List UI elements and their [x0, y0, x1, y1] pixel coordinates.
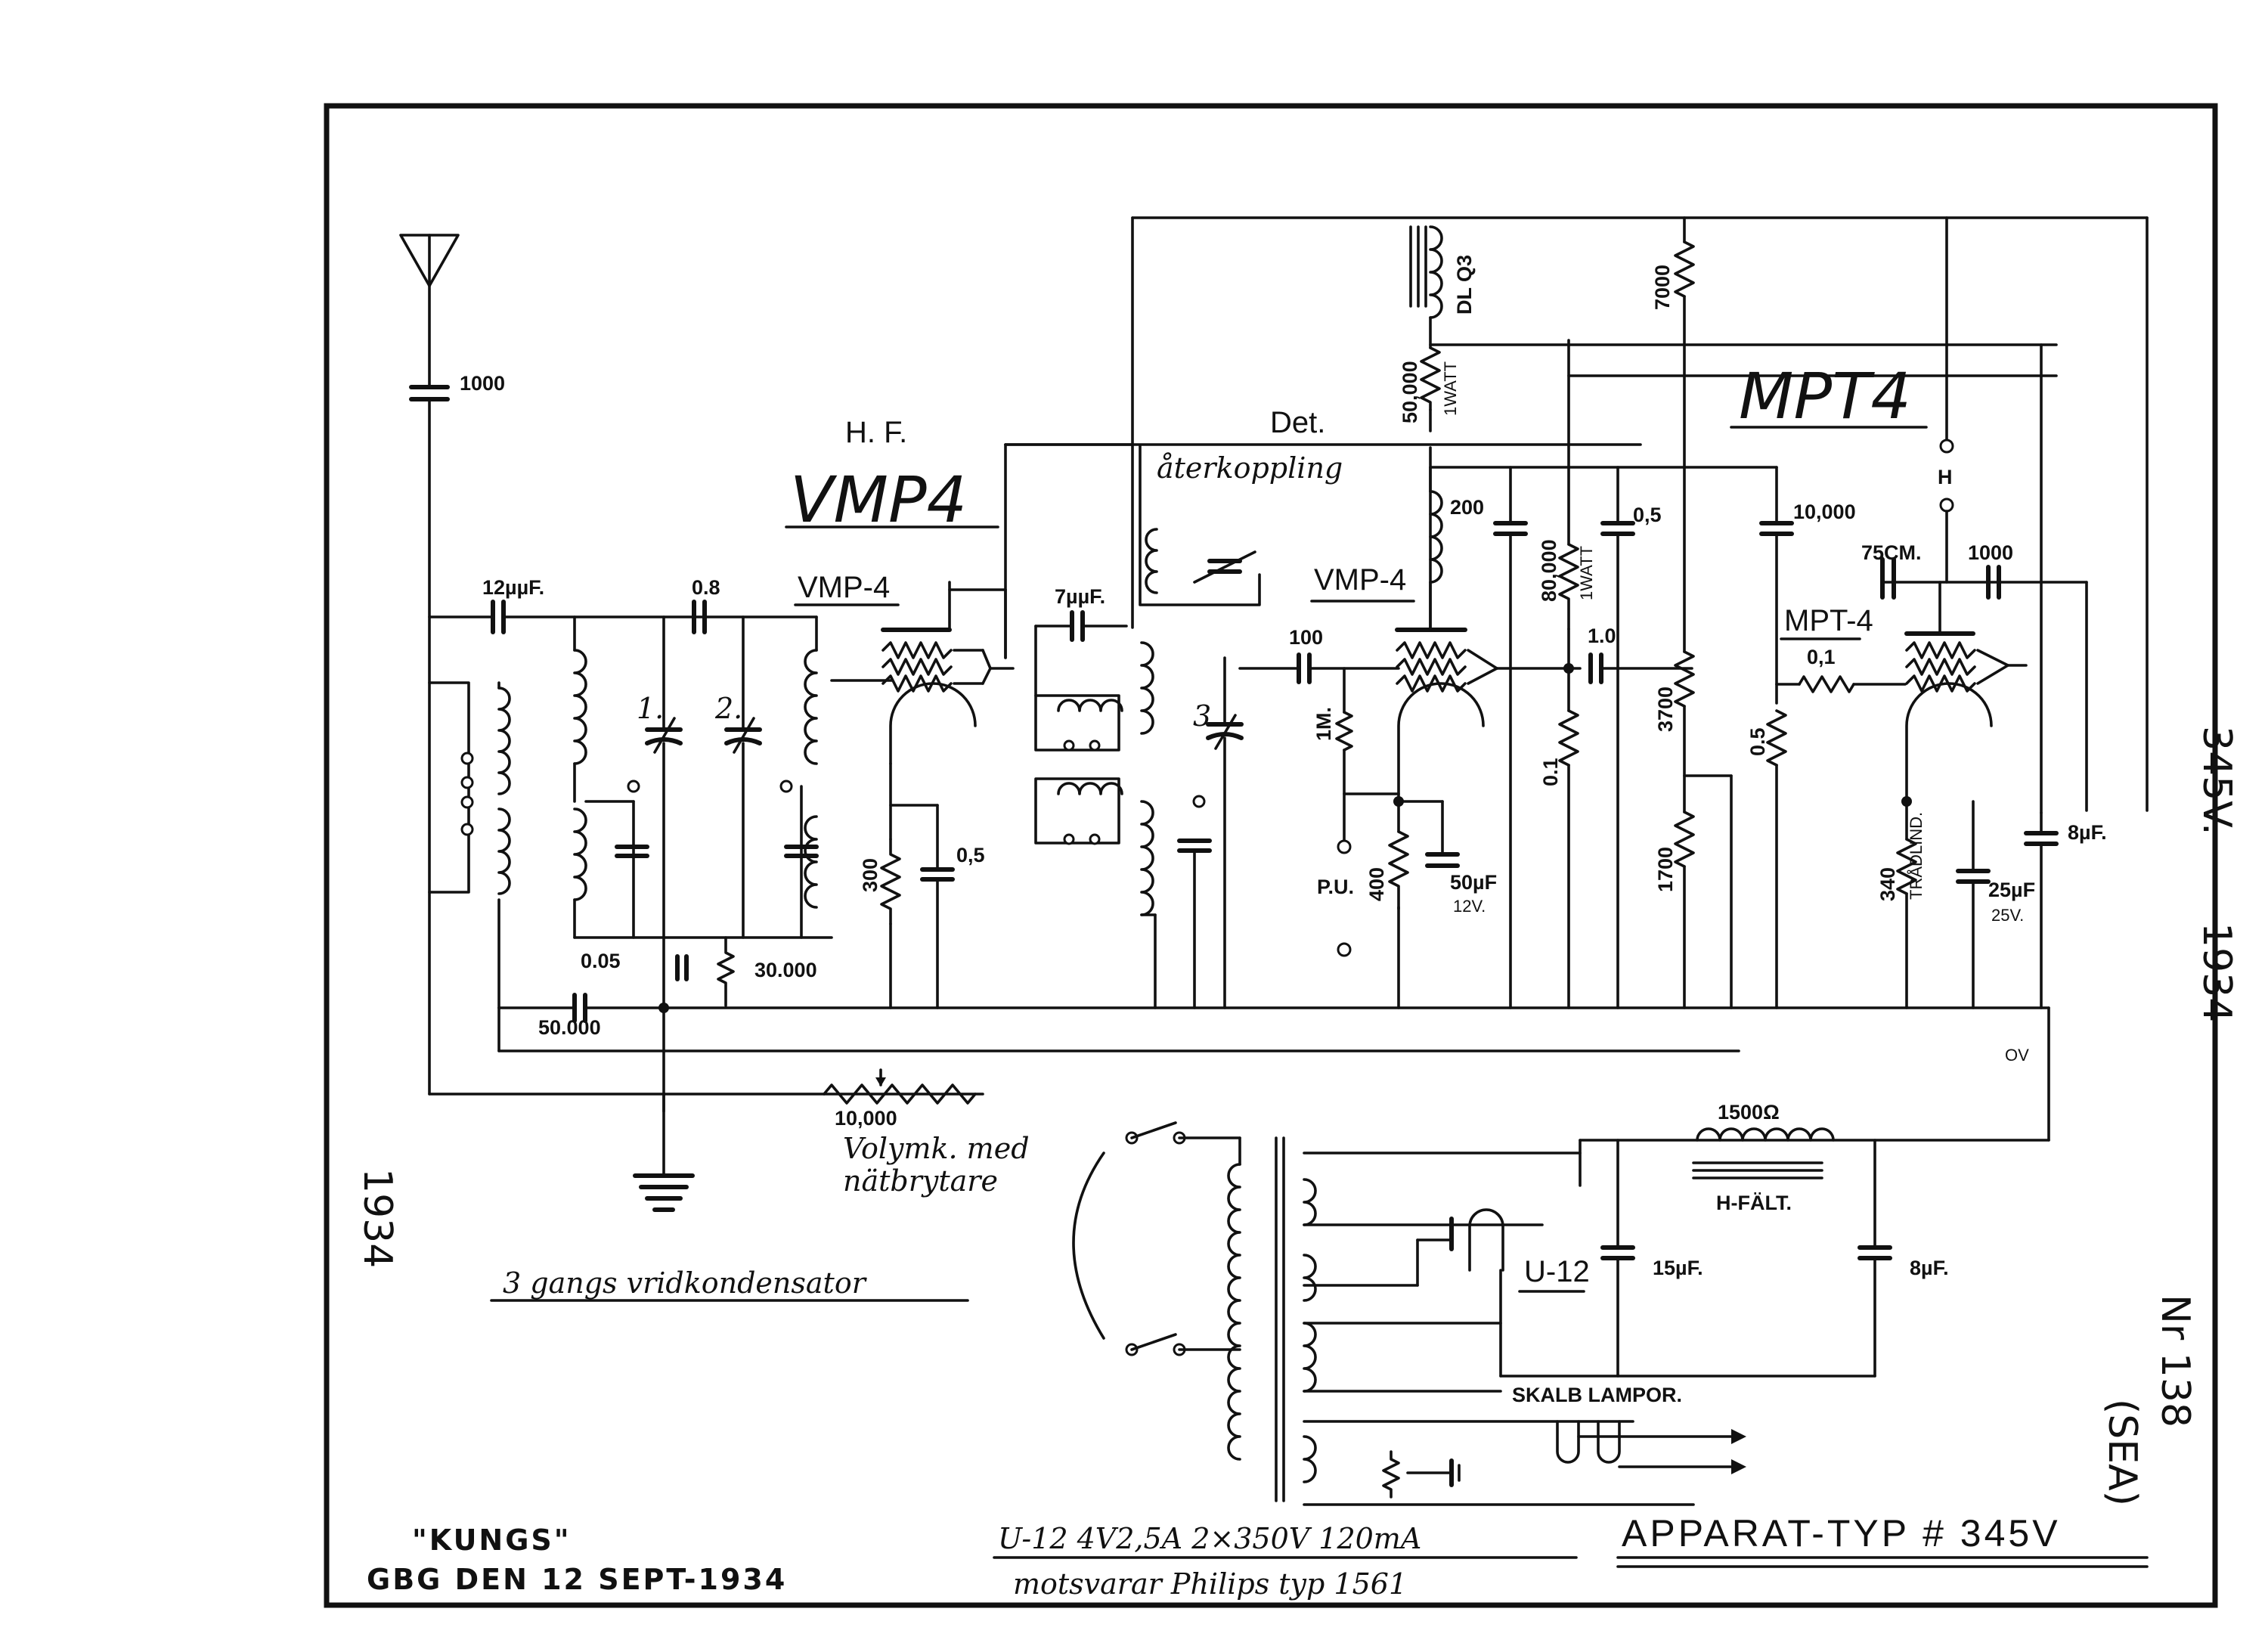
- hf-cathode-network: [880, 804, 955, 1009]
- drawing-number: Nr 138: [2152, 1294, 2198, 1427]
- hf-coupling-cap-label: 7µµF.: [1055, 585, 1105, 608]
- power-transformer: [1227, 1136, 1695, 1506]
- tuning-2-label: 2.: [714, 692, 742, 725]
- choke-dl-q3: [1409, 225, 1443, 349]
- det-tube: [1395, 446, 1582, 799]
- ground-symbol: [633, 1093, 695, 1212]
- screen-resistor: [1558, 339, 1579, 1009]
- output-cap-label: 10,000: [1793, 501, 1856, 523]
- rect-label: U-12: [1524, 1255, 1590, 1288]
- output-grid-series-label: 0,1: [1807, 646, 1836, 668]
- choke-label: DL Q3: [1453, 255, 1476, 315]
- det-small: VMP-4: [1314, 563, 1406, 597]
- antenna-cap-label: 1000: [460, 372, 505, 395]
- cathode-res-1-label: 300: [859, 858, 881, 892]
- dial-lamps: [1382, 1420, 1746, 1499]
- rectifier-tube: [1303, 1208, 1504, 1378]
- ov-label: OV: [2005, 1046, 2029, 1065]
- divider-2-label: 1700: [1654, 847, 1677, 892]
- grid-bias-res-label: 30.000: [754, 959, 817, 981]
- output-cathode-cap-v: 25V.: [1991, 906, 2024, 925]
- det-plate-res-label: 50,000: [1399, 361, 1421, 423]
- maker-name: "KUNGS": [412, 1523, 572, 1557]
- hf-tube: [881, 581, 1015, 841]
- speaker-cap-label: 1000: [1968, 541, 2013, 564]
- output-cathode-cap-label: 25µF: [1988, 879, 2035, 901]
- grid-bias-network: [662, 936, 735, 1113]
- det-plate-cap-label: 200: [1450, 496, 1484, 519]
- drawing-date: GBG DEN 12 SEPT-1934: [367, 1563, 787, 1596]
- year-left: 1934: [355, 1168, 400, 1268]
- spec-line-2: motsvarar Philips typ 1561: [1013, 1567, 1407, 1601]
- antenna-coil: [428, 681, 511, 1009]
- dial-lamps-note: SKALB LAMPOR.: [1512, 1384, 1682, 1406]
- spec-line-1: U-12 4V2,5A 2×350V 120mA: [998, 1522, 1421, 1555]
- hf-tube-type: VMP4: [790, 463, 967, 537]
- det-grid-res-label: 1M.: [1312, 707, 1335, 741]
- tuning-capacitor-2: [724, 615, 762, 939]
- output-tube: [1904, 581, 2009, 799]
- out-tube-small: MPT-4: [1784, 604, 1873, 637]
- grid-leak-label: 0.1: [1539, 758, 1562, 786]
- drawing-number-sub: (SEA): [2099, 1399, 2145, 1506]
- screen-cap-label: 0,5: [1633, 504, 1662, 526]
- det-plate-resistor: [1420, 346, 1441, 432]
- margin-year: 1934: [2194, 922, 2239, 1022]
- tuning-capacitor-1: [645, 615, 683, 939]
- antenna-capacitor: [409, 385, 450, 1096]
- bypass-cap-1-label: 0,5: [956, 844, 985, 866]
- det-bypass-v-label: 12V.: [1453, 897, 1486, 916]
- det-grid-network: [1335, 667, 1460, 1009]
- coupling-cap-2-label: 1.0: [1588, 625, 1616, 647]
- volume-potentiometer: [823, 1068, 977, 1105]
- hf-tube-small: VMP-4: [798, 571, 890, 604]
- det-plate-res-w: 1WATT: [1441, 361, 1460, 416]
- coupling-cap-1-label: 0.8: [692, 576, 720, 599]
- tank-2: [779, 615, 894, 939]
- drawing-frame: [324, 103, 2218, 1608]
- ground-cap-label: 50.000: [538, 1016, 601, 1039]
- feedback-coil: [1139, 445, 1261, 606]
- interstage-coils: [1034, 694, 1123, 845]
- output-cathode-res-label: 340: [1876, 867, 1899, 901]
- hf-tube-title: H. F.: [845, 416, 907, 449]
- volume-note-2: nätbrytare: [843, 1164, 998, 1198]
- screen-res-label: 80,000: [1538, 539, 1560, 602]
- output-cathode-note: TRÅDLIND.: [1907, 812, 1926, 900]
- mains-switch: [1072, 1121, 1241, 1356]
- det-cathode-res-label: 400: [1365, 867, 1388, 901]
- volume-pot-label: 10,000: [835, 1107, 897, 1130]
- filter-cap-b-label: 15µF.: [1653, 1257, 1703, 1279]
- margin-code: 345V.: [2194, 726, 2239, 835]
- field-label: H-FÄLT.: [1716, 1192, 1792, 1214]
- output-grid-res-label: 0.5: [1746, 727, 1769, 756]
- pu-label: P.U.: [1317, 876, 1354, 898]
- junction-dot: [658, 1003, 669, 1013]
- out-tube-big: MPT4: [1739, 359, 1911, 433]
- tuning-1-label: 1.: [637, 692, 664, 725]
- gang-note: 3 gangs vridkondensator: [503, 1266, 868, 1300]
- apparatus-type: APPARAT-TYP # 345V: [1622, 1512, 2061, 1554]
- filter-cap-a-label: 8µF.: [2068, 821, 2107, 844]
- h-label: H: [1938, 466, 1953, 488]
- filter-cap-c-label: 8µF.: [1910, 1257, 1949, 1279]
- divider-1-label: 3700: [1654, 687, 1677, 732]
- tone-cap-label: 75CM.: [1861, 541, 1922, 564]
- tuning-3-label: 3.: [1193, 699, 1220, 733]
- det-bypass-label: 50µF: [1450, 871, 1497, 894]
- plate-res-label: 7000: [1651, 265, 1674, 310]
- grid-cap-label: 100: [1289, 626, 1323, 649]
- volume-note: Volymk. med: [843, 1132, 1030, 1165]
- grid-bias-cap-label: 0.05: [581, 950, 621, 972]
- field-coil: [1692, 1127, 1835, 1179]
- field-coil-label: 1500Ω: [1718, 1101, 1780, 1124]
- input-cap-label: 12µµF.: [482, 576, 544, 599]
- tank-1: [573, 615, 833, 939]
- det-title: Det.: [1270, 406, 1325, 439]
- antenna-symbol: [399, 234, 460, 387]
- screen-res-w: 1WATT: [1577, 546, 1596, 600]
- feedback-note: återkoppling: [1157, 451, 1343, 485]
- tank-3: [1131, 443, 1244, 1009]
